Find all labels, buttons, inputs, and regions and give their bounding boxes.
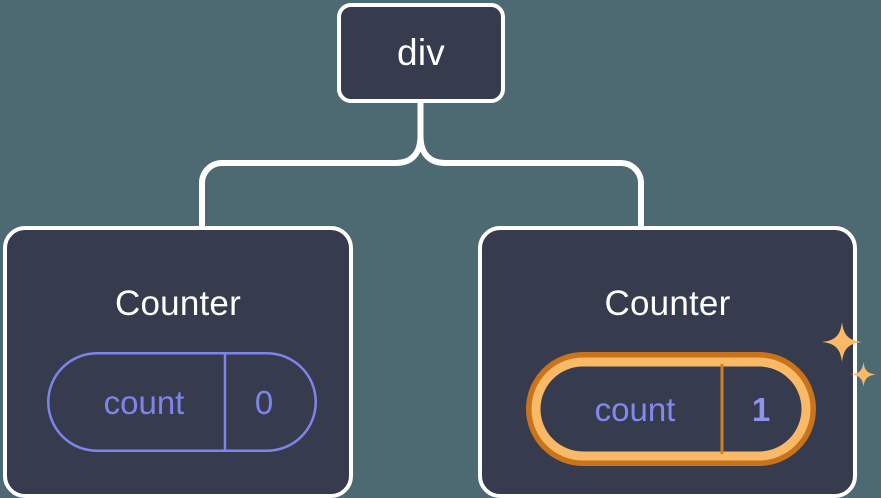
root-node[interactable]: div [337,3,505,103]
counter-right-state-pill[interactable]: count 1 [526,352,816,466]
sparkle-group [818,322,880,400]
sparkle-small-icon [851,362,876,387]
state-pill-highlight-outline [526,352,816,466]
sparkle-large-icon [822,322,862,362]
counter-right-state-key: count [594,390,676,428]
edge-to-counter-right [417,133,644,231]
counter-right-state-value: 1 [751,390,771,428]
counter-left-title: Counter [115,284,241,323]
counter-right-title: Counter [604,284,731,323]
counter-right-node[interactable]: Counter count 1 [478,226,876,498]
counter-left-node[interactable]: Counter count 0 [3,226,353,498]
edge-to-counter-left [199,133,424,231]
state-pill-outline [47,352,317,452]
counter-left-state-key: count [103,383,185,421]
counter-left-state-pill[interactable]: count 0 [47,352,317,452]
counter-left-state-value: 0 [254,383,274,421]
root-node-title: div [397,31,445,73]
state-pill-highlight-ring [531,357,811,461]
